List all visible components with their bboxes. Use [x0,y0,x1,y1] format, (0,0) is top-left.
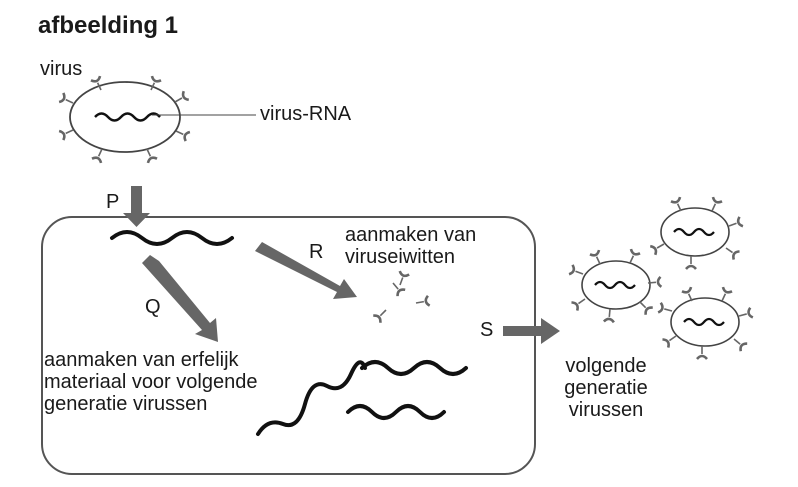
label-next-gen-line-1: volgende [565,355,647,377]
label-q: Q [145,296,161,318]
next-gen-virus-3 [656,285,755,361]
arrow-r [255,242,357,299]
host-cell [41,216,536,475]
label-virus-rna: virus-RNA [260,103,352,125]
new-rna-3 [256,360,367,436]
virus-particle [57,74,192,165]
new-rna-2 [346,404,446,420]
arrow-p [123,186,150,227]
label-proteins-line-2: viruseiwitten [345,246,456,268]
label-next-gen-line-3: virussen [568,399,644,421]
viral-proteins [371,269,431,325]
figure-title: afbeelding 1 [38,12,179,39]
label-s: S [480,319,494,341]
next-gen-virus-2 [567,247,663,324]
label-r: R [309,241,324,263]
next-gen-virus-1 [648,195,745,271]
label-p: P [106,191,120,213]
arrow-q [142,255,218,342]
rna-in-cell [110,230,234,246]
label-genetic-line-3: generatie virussen [44,393,208,415]
arrow-s [503,318,560,344]
label-proteins-line-1: aanmaken van [345,224,477,246]
new-rna-1 [360,360,468,376]
label-next-gen-line-2: generatie [564,377,648,399]
label-virus: virus [40,58,83,80]
label-genetic-line-1: aanmaken van erfelijk [44,349,239,371]
label-genetic-line-2: materiaal voor volgende [44,371,258,393]
